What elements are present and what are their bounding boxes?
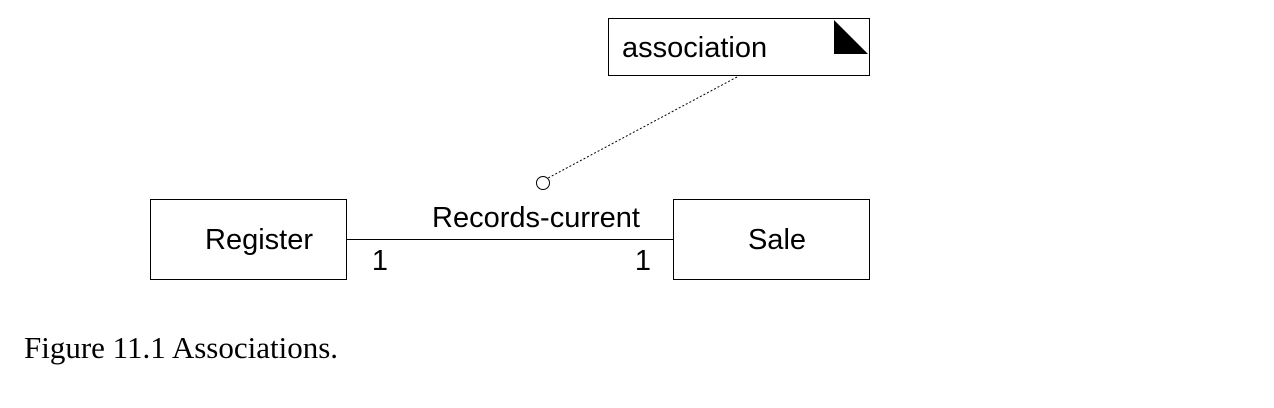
note-box	[608, 18, 870, 76]
class-box-register	[150, 199, 347, 280]
class-sale: Sale	[673, 199, 870, 280]
note-folded-corner-icon	[834, 20, 868, 54]
association-label: Records-current	[432, 202, 640, 234]
association-note: association	[608, 18, 870, 76]
note-anchor-line	[547, 76, 738, 179]
class-name-sale: Sale	[748, 224, 806, 256]
figure-caption: Figure 11.1 Associations.	[24, 330, 339, 365]
note-anchor-circle	[536, 176, 550, 190]
note-text: association	[622, 32, 767, 64]
class-name-register: Register	[205, 224, 313, 256]
class-register: Register	[150, 199, 347, 280]
class-box-sale	[673, 199, 870, 280]
multiplicity-right: 1	[635, 245, 651, 277]
multiplicity-left: 1	[372, 245, 388, 277]
